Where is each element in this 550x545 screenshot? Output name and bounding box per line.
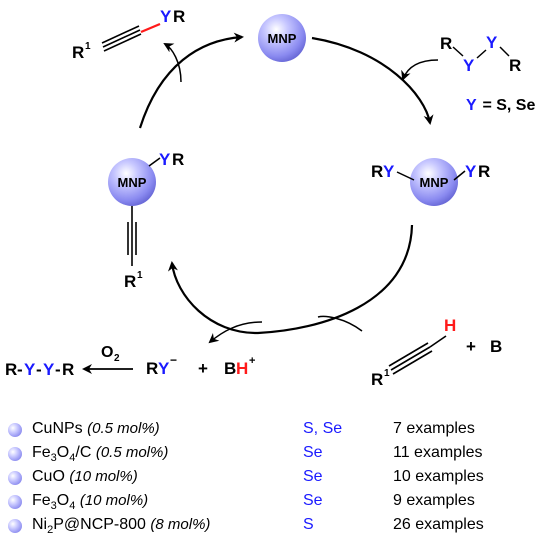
catalyst-loading: (0.5 mol%) <box>87 420 160 437</box>
svg-text:MNP: MNP <box>420 175 449 190</box>
svg-text:R: R <box>146 359 158 378</box>
mnp-bis-chalcogenide-intermediate: MNP R Y Y R <box>371 158 490 206</box>
svg-text:Y: Y <box>486 33 498 52</box>
catalyst-row: Ni2P@NCP-800 (8 mol%) S 26 examples <box>0 516 550 540</box>
svg-text:R: R <box>62 360 74 379</box>
example-count: 10 examples <box>393 468 484 485</box>
base-label: B <box>490 337 502 356</box>
cycle-arrow-right-down <box>168 224 414 335</box>
chalcogen-element: Se <box>303 492 323 509</box>
disulfide-entry-arrow <box>401 59 439 81</box>
svg-text:1: 1 <box>137 270 143 281</box>
catalyst-name: Ni2P@NCP-800 (8 mol%) <box>32 516 211 537</box>
sphere-bullet-icon <box>8 495 22 509</box>
svg-text:R: R <box>72 43 84 62</box>
svg-text:Y: Y <box>465 162 477 181</box>
svg-text:Y: Y <box>463 56 475 75</box>
example-count: 11 examples <box>393 444 483 461</box>
catalyst-loading: (10 mol%) <box>79 492 149 509</box>
byproduct-arrow <box>208 321 263 344</box>
svg-text:R: R <box>371 370 383 389</box>
example-count: 26 examples <box>393 516 484 533</box>
sphere-bullet-icon <box>8 471 22 485</box>
chalcogen-element: Se <box>303 444 323 461</box>
svg-text:Y: Y <box>466 97 477 114</box>
svg-text:-: - <box>36 360 42 379</box>
alkyne-entry-arrow <box>317 315 363 332</box>
svg-text:Y: Y <box>24 360 36 379</box>
svg-text:H: H <box>236 359 248 378</box>
svg-text:1: 1 <box>85 41 91 52</box>
sphere-bullet-icon <box>8 447 22 461</box>
regenerated-dichalcogenide: R - Y - Y - R <box>5 360 74 379</box>
svg-text:= S, Se: = S, Se <box>478 97 535 114</box>
chalcogenolate-anion: R Y − <box>146 353 177 378</box>
svg-text:R: R <box>124 272 136 291</box>
catalyst-row: Fe3O4 (10 mol%) Se 9 examples <box>0 492 550 516</box>
catalyst-loading: (0.5 mol%) <box>95 444 169 461</box>
example-count: 7 examples <box>393 420 475 437</box>
svg-text:R: R <box>172 150 184 169</box>
catalyst-loading: (10 mol%) <box>69 468 138 485</box>
mnp-alkynyl-chalcogenide-intermediate: MNP Y R R 1 <box>108 150 184 291</box>
chalcogen-element: S, Se <box>303 420 343 437</box>
catalyst-name: Fe3O4/C (0.5 mol%) <box>32 444 169 465</box>
catalyst-row: Fe3O4/C (0.5 mol%) Se 11 examples <box>0 444 550 468</box>
product-release-arrow <box>163 43 182 83</box>
example-count: 9 examples <box>393 492 475 509</box>
sphere-bullet-icon <box>8 423 22 437</box>
catalyst-name: Fe3O4 (10 mol%) <box>32 492 149 513</box>
catalytic-cycle-scheme: MNP R 1 Y R R Y Y R Y = S, Se MNP R Y Y … <box>5 7 535 389</box>
svg-text:R: R <box>371 162 383 181</box>
svg-text:-: - <box>17 360 23 379</box>
svg-text:Y: Y <box>43 360 55 379</box>
svg-text:Y: Y <box>159 150 171 169</box>
cycle-arrow-left-up <box>138 32 244 129</box>
sphere-bullet-icon <box>8 519 22 533</box>
svg-text:Y: Y <box>383 162 395 181</box>
mnp-label-top: MNP <box>268 31 297 46</box>
svg-text:Y: Y <box>160 7 172 26</box>
chalcogen-element: S <box>303 516 314 533</box>
svg-text:+: + <box>249 355 255 367</box>
catalyst-name: CuNPs (0.5 mol%) <box>32 420 160 437</box>
svg-text:R: R <box>440 34 452 53</box>
svg-text:-: - <box>55 360 61 379</box>
svg-text:MNP: MNP <box>118 175 147 190</box>
catalyst-row: CuNPs (0.5 mol%) S, Se 7 examples <box>0 420 550 444</box>
plus-sign-base: + <box>466 337 476 356</box>
cycle-arrow-top-right <box>311 36 434 125</box>
catalyst-row: CuO (10 mol%) Se 10 examples <box>0 468 550 492</box>
svg-text:1: 1 <box>384 368 390 379</box>
alkynyl-chalcogenide-product: R 1 Y R <box>72 7 185 62</box>
svg-text:R: R <box>173 7 185 26</box>
y-definition: Y = S, Se <box>466 97 535 114</box>
protonated-base: B H + <box>224 355 255 378</box>
catalyst-name: CuO (10 mol%) <box>32 468 138 485</box>
terminal-alkyne-reagent: R 1 H <box>371 316 456 389</box>
catalyst-loading: (8 mol%) <box>150 516 211 533</box>
svg-text:2: 2 <box>114 353 120 364</box>
oxygen-label: O 2 <box>101 344 120 364</box>
mnp-sphere-top <box>258 14 306 62</box>
svg-text:B: B <box>224 359 236 378</box>
svg-text:R: R <box>5 360 17 379</box>
svg-text:O: O <box>101 344 113 361</box>
plus-sign-salt: + <box>198 359 208 378</box>
svg-text:R: R <box>478 162 490 181</box>
chalcogen-element: Se <box>303 468 323 485</box>
svg-text:R: R <box>509 56 521 75</box>
svg-text:Y: Y <box>158 359 170 378</box>
svg-text:H: H <box>444 316 456 335</box>
svg-text:−: − <box>170 353 177 367</box>
dichalcogenide-reagent: R Y Y R <box>440 33 521 75</box>
